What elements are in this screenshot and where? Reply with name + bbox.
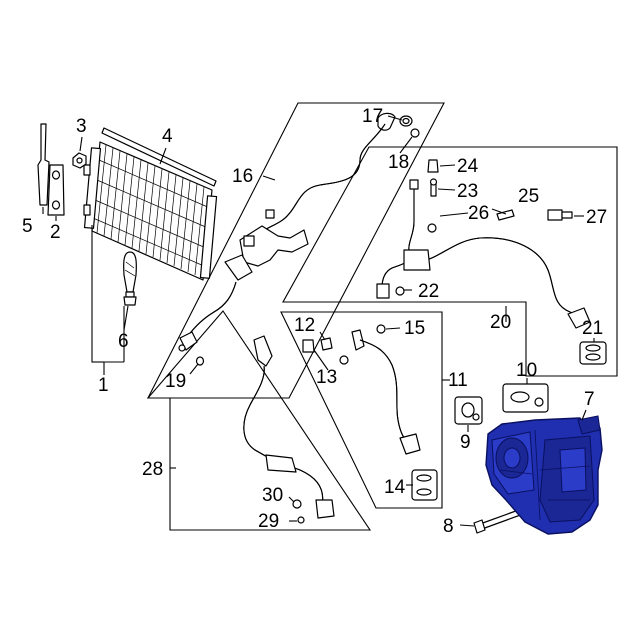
o-ring-19 — [195, 356, 205, 366]
panel-20-box — [282, 146, 618, 377]
callout-15: 15 — [404, 318, 425, 339]
callout-24: 24 — [457, 156, 479, 177]
callout-3: 3 — [76, 116, 87, 137]
mount-bracket — [37, 123, 50, 206]
hose-11 — [351, 329, 421, 455]
callout-7: 7 — [584, 389, 595, 410]
callout-17: 17 — [362, 106, 383, 127]
panel-16-box — [147, 102, 445, 399]
o-ring-17 — [399, 115, 413, 127]
callout-26: 26 — [468, 203, 489, 224]
callout-labels: 1 2 3 4 5 6 7 8 9 10 11 12 13 14 15 16 1… — [22, 106, 607, 537]
callout-8: 8 — [443, 516, 454, 537]
nut — [72, 152, 87, 169]
ac-compressor — [485, 415, 603, 535]
callout-23: 23 — [457, 181, 478, 202]
bracket-plate — [47, 164, 65, 216]
callout-12: 12 — [294, 315, 315, 336]
hose-16 — [178, 112, 396, 352]
callout-30: 30 — [262, 485, 283, 506]
callout-28: 28 — [142, 459, 163, 480]
callout-5: 5 — [22, 216, 33, 237]
sensor-25 — [496, 209, 515, 221]
seal-kit-10 — [502, 383, 549, 413]
callout-6: 6 — [118, 331, 129, 352]
callout-4: 4 — [162, 126, 173, 147]
seal-22 — [395, 286, 405, 296]
callout-25: 25 — [518, 186, 539, 207]
panel-28-box — [146, 310, 372, 531]
callout-1: 1 — [98, 375, 109, 396]
callout-13: 13 — [316, 367, 337, 388]
callout-14: 14 — [384, 477, 406, 498]
seal-kit-14 — [411, 469, 438, 501]
line-20 — [376, 179, 591, 329]
callout-2: 2 — [50, 222, 61, 243]
valve-core-23 — [429, 178, 438, 197]
callout-27: 27 — [586, 207, 607, 228]
callout-20: 20 — [490, 312, 511, 333]
o-ring-29 — [297, 516, 305, 524]
nut-13b — [339, 355, 349, 365]
callout-21: 21 — [582, 318, 603, 339]
callout-9: 9 — [460, 432, 471, 453]
seal-kit-21 — [579, 341, 607, 365]
pressure-switch-27 — [547, 209, 573, 221]
o-ring-26 — [427, 223, 437, 233]
leader-lines — [42, 115, 595, 527]
callout-22: 22 — [418, 281, 439, 302]
receiver-drier — [123, 251, 137, 306]
seal-kit-9 — [454, 396, 483, 425]
cap-13 — [302, 339, 315, 353]
condenser-seal-strip — [101, 127, 217, 187]
o-ring-30 — [292, 499, 302, 509]
valve-cap-24 — [427, 159, 439, 173]
line-28 — [243, 335, 335, 519]
callout-16: 16 — [232, 166, 253, 187]
callout-29: 29 — [258, 511, 279, 532]
o-ring-15 — [376, 324, 386, 334]
o-ring-18 — [410, 128, 420, 138]
callout-19: 19 — [165, 371, 186, 392]
callout-11: 11 — [448, 370, 468, 391]
bolt-8 — [473, 507, 527, 534]
callout-10: 10 — [516, 360, 537, 381]
valve-12 — [320, 337, 333, 351]
panel-11-box — [280, 311, 443, 509]
callout-18: 18 — [388, 152, 409, 173]
condenser — [83, 141, 218, 281]
